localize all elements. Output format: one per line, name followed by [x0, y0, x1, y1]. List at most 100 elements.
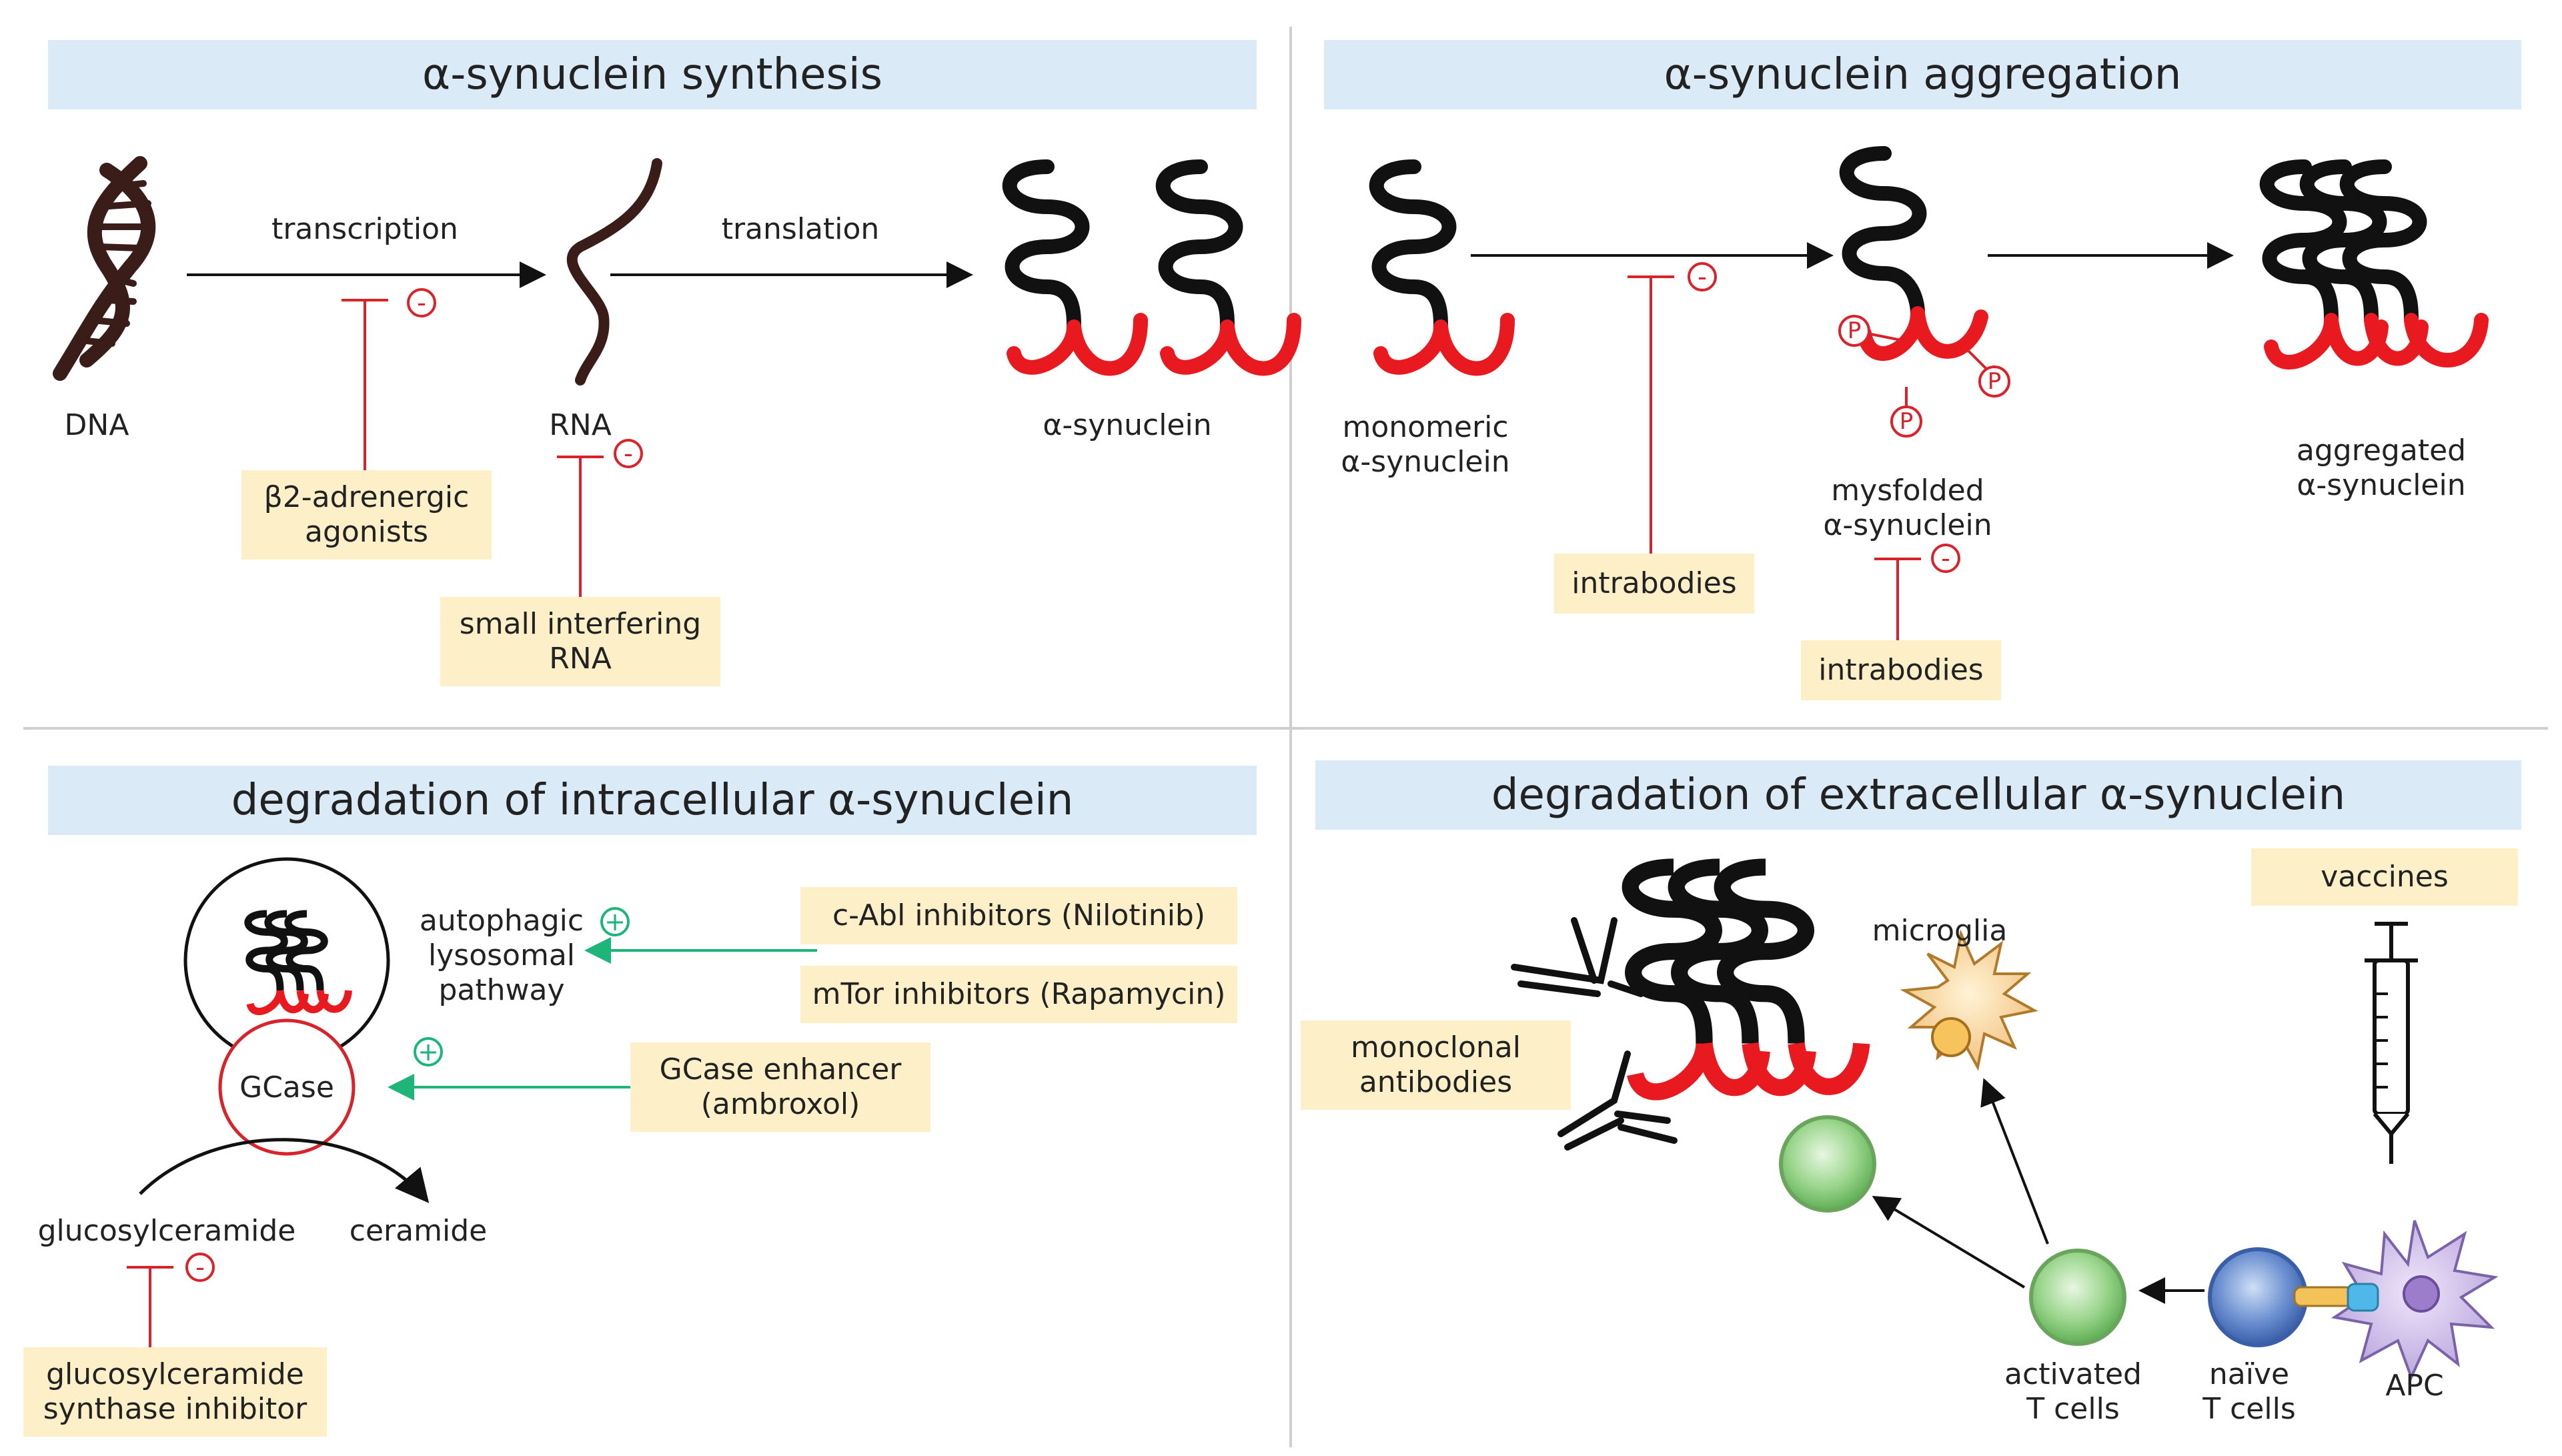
label-rna-text: RNA	[549, 408, 612, 442]
phospho-2-text: P	[1899, 408, 1914, 435]
minus-sign-gcs-text: -	[195, 1253, 205, 1282]
alpha-synuclein-protein	[1002, 159, 1148, 376]
gcase-enh-line1: GCase enhancer	[659, 1052, 902, 1086]
phospho-markers	[1838, 315, 2010, 438]
dna-icon	[53, 156, 156, 381]
box-sirna: small interfering RNA	[440, 597, 720, 686]
label-gcase: GCase	[239, 1070, 334, 1105]
gcase-reaction-arc	[139, 1138, 430, 1203]
gcs-inhibition-line	[127, 1266, 173, 1347]
free-t-cell-icon	[1779, 1115, 1876, 1213]
label-ceramide: ceramide	[350, 1214, 487, 1249]
phospho-label-2: P	[1900, 404, 1914, 439]
label-microglia: microglia	[1872, 914, 2008, 948]
naive-t-cell-icon	[2208, 1247, 2308, 1347]
misfolded-line1: mysfolded	[1831, 474, 1984, 508]
sirna-line2: RNA	[549, 642, 612, 676]
gcase-circle	[218, 1018, 356, 1156]
monomeric-line2: α-synuclein	[1341, 445, 1510, 479]
minus-sign-sirna: -	[614, 439, 643, 468]
minus-sign-gcs: -	[185, 1253, 215, 1282]
rna-icon	[566, 158, 662, 386]
label-activated-t-cells: activated T cells	[2004, 1357, 2142, 1427]
intrabodies-inhibition-line-1	[1628, 275, 1674, 554]
title-synthesis: α-synuclein synthesis	[48, 40, 1257, 109]
label-transcription: transcription	[271, 212, 458, 247]
apc-icon	[2331, 1220, 2499, 1381]
gcase-enh-line2: (ambroxol)	[700, 1087, 860, 1121]
minus-sign-b2-text: -	[417, 288, 426, 317]
minus-sign-b2: -	[407, 288, 436, 317]
b2-inhibition-line	[342, 299, 388, 470]
autophagic-line2: lysosomal	[428, 938, 575, 972]
box-gcase-enhancer: GCase enhancer (ambroxol)	[630, 1042, 930, 1132]
activated-t-cell-icon	[2029, 1249, 2126, 1346]
tcell-to-microglia-arrow	[1980, 1078, 2049, 1245]
phospho-label-3: P	[1988, 364, 2002, 399]
plus-sign-gcase: +	[414, 1037, 443, 1066]
label-alpha-synuclein: α-synuclein	[1043, 408, 1211, 443]
microglia-icon	[1900, 929, 2038, 1071]
ceramide-text: ceramide	[349, 1214, 488, 1248]
label-monomeric: monomeric α-synuclein	[1341, 410, 1509, 480]
alpha-synuclein-protein-2	[1163, 167, 1294, 369]
b2-line1: β2-adrenergic	[263, 480, 470, 514]
minus-sign-intrabodies-1-text: -	[1698, 262, 1707, 291]
microglia-text: microglia	[1872, 914, 2008, 948]
naive-line1: naïve	[2208, 1357, 2290, 1391]
glucosylceramide-text: glucosylceramide	[37, 1214, 296, 1248]
autophagic-line3: pathway	[438, 973, 565, 1007]
cabl-text: c-Abl inhibitors (Nilotinib)	[832, 898, 1206, 932]
gcs-line1: glucosylceramide	[46, 1357, 304, 1391]
tcr-contact-icon	[2347, 1283, 2379, 1312]
label-alpha-synuclein-text: α-synuclein	[1043, 408, 1212, 442]
gcase-text: GCase	[239, 1070, 334, 1105]
misfolded-protein	[1839, 146, 1988, 361]
box-intrabodies-1: intrabodies	[1554, 554, 1754, 614]
title-extracellular: degradation of extracellular α-synuclein	[1315, 760, 2521, 830]
gcs-line2: synthase inhibitor	[43, 1392, 307, 1426]
sirna-line1: small interfering	[459, 607, 702, 641]
apc-text: APC	[2385, 1369, 2444, 1403]
label-naive-t-cells: naïve T cells	[2202, 1357, 2296, 1427]
box-b2-agonists: β2-adrenergic agonists	[241, 470, 492, 560]
minus-sign-sirna-text: -	[624, 439, 633, 468]
autophagic-line1: autophagic	[419, 904, 584, 938]
tcell-to-free-arrow	[1872, 1195, 2026, 1289]
plus-sign-autophagy: +	[600, 907, 630, 936]
label-misfolded: mysfolded α-synuclein	[1823, 474, 1992, 543]
box-monoclonal-antibodies: monoclonal antibodies	[1301, 1020, 1571, 1110]
label-transcription-text: transcription	[271, 212, 458, 246]
antibody-icon-2	[1557, 1050, 1678, 1151]
label-autophagic: autophagic lysosomal pathway	[420, 904, 584, 1008]
label-dna-text: DNA	[64, 408, 129, 442]
b2-line2: agonists	[304, 515, 429, 549]
box-cabl: c-Abl inhibitors (Nilotinib)	[800, 887, 1237, 944]
label-translation-text: translation	[721, 212, 880, 246]
minus-sign-intrabodies-2-text: -	[1941, 544, 1950, 573]
mab-line1: monoclonal	[1351, 1030, 1521, 1064]
label-aggregated: aggregated α-synuclein	[2297, 434, 2466, 503]
plus-sign-gcase-text: +	[418, 1037, 439, 1066]
title-intracellular: degradation of intracellular α-synuclein	[48, 766, 1257, 835]
phospho-1-text: P	[1847, 317, 1862, 344]
box-vaccines: vaccines	[2251, 848, 2518, 906]
box-mtor: mTor inhibitors (Rapamycin)	[800, 966, 1237, 1023]
activated-line2: T cells	[2026, 1392, 2120, 1426]
label-apc: APC	[2385, 1369, 2443, 1403]
phospho-3-text: P	[1987, 368, 2002, 395]
misfolded-line2: α-synuclein	[1823, 508, 1992, 542]
naive-line2: T cells	[2202, 1392, 2296, 1426]
intrabodies-2-text: intrabodies	[1818, 653, 1984, 687]
title-aggregation: α-synuclein aggregation	[1324, 40, 2521, 109]
plus-sign-autophagy-text: +	[604, 907, 626, 936]
aggregated-protein	[2259, 159, 2489, 370]
extracellular-aggregate	[1622, 858, 1870, 1101]
monomeric-line1: monomeric	[1342, 410, 1509, 444]
box-intrabodies-2: intrabodies	[1801, 640, 2001, 700]
aggregated-line1: aggregated	[2296, 434, 2467, 468]
antibody-icon-1	[1511, 917, 1644, 997]
phospho-label-1: P	[1848, 313, 1862, 348]
